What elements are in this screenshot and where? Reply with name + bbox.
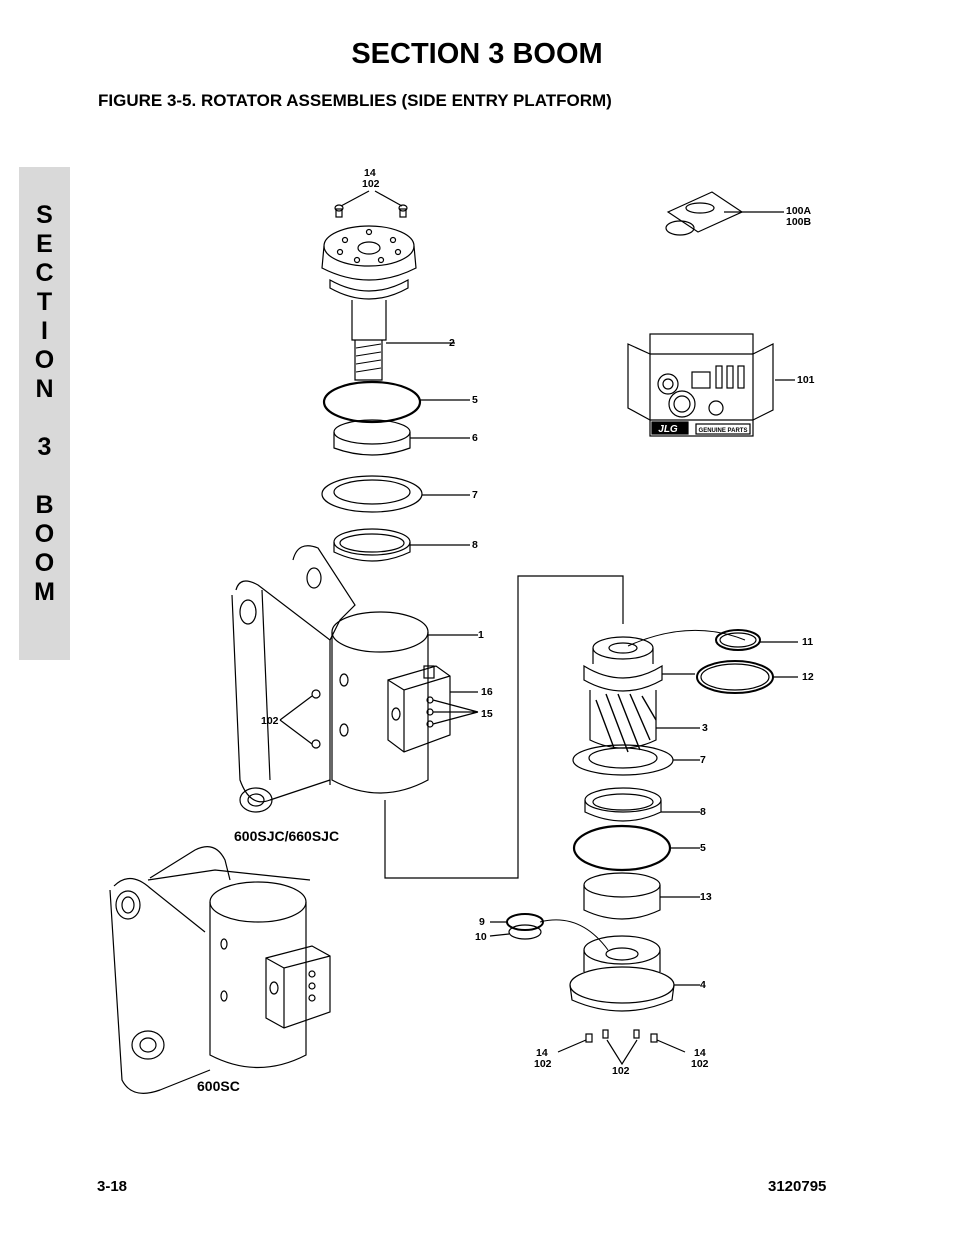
rotator-top-flange [321, 225, 417, 300]
model-label-600sjc: 600SJC/660SJC [234, 828, 340, 844]
wear-ring-8-top [333, 528, 470, 562]
callout-13: 13 [700, 891, 712, 903]
seal-9-10 [489, 913, 609, 951]
callout-7-bottom: 7 [700, 754, 706, 766]
callout-14-bottom-right: 14 [694, 1047, 706, 1059]
page-number: 3-18 [97, 1178, 128, 1195]
callout-4: 4 [700, 979, 706, 991]
seal-bag-100 [665, 191, 784, 236]
callout-11: 11 [802, 636, 814, 648]
genuine-parts-text: GENUINE PARTS [699, 428, 748, 434]
callout-102-left: 102 [261, 715, 279, 727]
callout-7-top: 7 [472, 489, 478, 501]
bottom-bolts [557, 1029, 686, 1066]
connection-bracket [384, 575, 624, 879]
callout-102-bottom-left: 102 [534, 1058, 552, 1070]
callout-14-bottom-left: 14 [536, 1047, 548, 1059]
callout-102-top: 102 [362, 178, 380, 190]
o-ring-5-top [322, 380, 470, 424]
callout-102-bottom-middle: 102 [612, 1065, 630, 1077]
side-tab-letter: I [41, 317, 48, 345]
callout-10: 10 [475, 931, 487, 943]
callout-6: 6 [472, 432, 478, 444]
jlg-logo: JLG [658, 424, 678, 435]
side-tab-letter: S [36, 201, 53, 229]
callout-5-bottom: 5 [700, 842, 706, 854]
side-tab-letter: C [35, 259, 54, 287]
bearing-6 [333, 419, 470, 456]
seal-kit-rings [696, 629, 798, 694]
side-tab-letter: E [36, 230, 53, 258]
callout-1: 1 [478, 629, 484, 641]
model-label-600sc: 600SC [197, 1078, 240, 1094]
callout-102-bottom-right: 102 [691, 1058, 709, 1070]
callout-12: 12 [802, 671, 814, 683]
thrust-washer-7-top [321, 475, 470, 513]
parts-kit-box-101: JLG GENUINE PARTS [627, 333, 795, 437]
side-tab-letter: N [35, 375, 54, 403]
rotator-base-4 [569, 935, 700, 1012]
callout-8-top: 8 [472, 539, 478, 551]
callout-100a: 100A [786, 205, 812, 217]
side-tab-letter: B [35, 491, 54, 519]
callout-101: 101 [797, 374, 815, 386]
callout-16: 16 [481, 686, 493, 698]
top-bolts [334, 190, 408, 218]
side-tab-letter: M [34, 578, 55, 606]
figure-title: FIGURE 3-5. ROTATOR ASSEMBLIES (SIDE ENT… [98, 91, 612, 110]
document-number: 3120795 [768, 1178, 827, 1195]
side-tab-letter: O [34, 520, 55, 548]
callout-8-bottom: 8 [700, 806, 706, 818]
rotator-shaft [351, 300, 455, 381]
side-tab-letter: 3 [37, 433, 52, 461]
side-tab-letter: O [34, 346, 55, 374]
side-tab-letter: T [36, 288, 53, 316]
callout-15: 15 [481, 708, 493, 720]
callout-14-top: 14 [364, 167, 376, 179]
rotator-housing-600sjc [231, 545, 479, 813]
callout-3: 3 [702, 722, 708, 734]
section-side-tab: S E C T I O N 3 B O O M [19, 167, 70, 660]
callout-100b: 100B [786, 216, 812, 228]
callout-9: 9 [479, 916, 485, 928]
section-title: SECTION 3 BOOM [351, 38, 603, 70]
callout-2: 2 [449, 337, 455, 349]
side-tab-letter: O [34, 549, 55, 577]
worm-gear-assembly [572, 629, 746, 920]
callout-5-top: 5 [472, 394, 478, 406]
rotator-housing-600sc [109, 846, 331, 1094]
